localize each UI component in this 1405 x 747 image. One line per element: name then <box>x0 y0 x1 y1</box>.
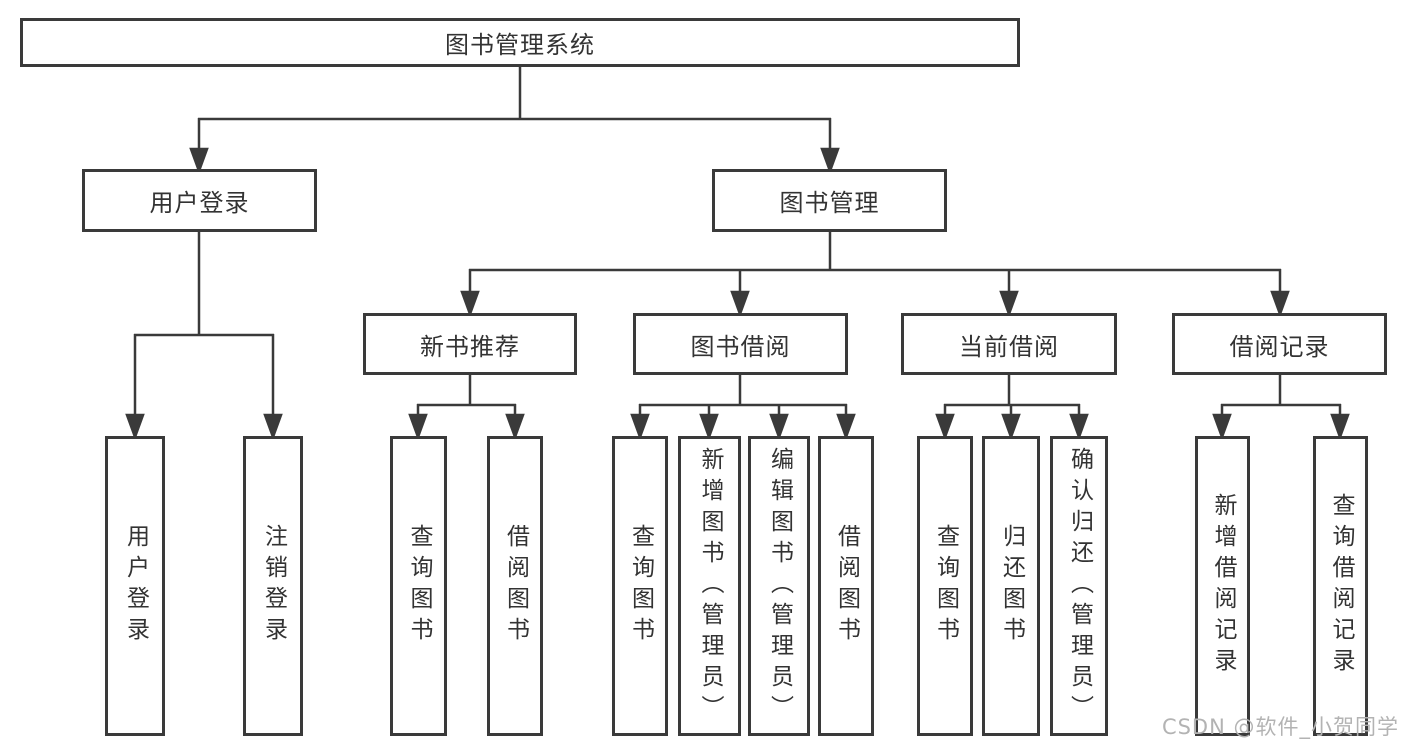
leaf-user-login: 用户登录 <box>105 436 165 736</box>
leaf-query-books-borrowing: 查询图书 <box>612 436 668 736</box>
node-new-book-recommendation: 新书推荐 <box>363 313 577 375</box>
node-book-borrowing: 图书借阅 <box>633 313 848 375</box>
node-borrowing-records: 借阅记录 <box>1172 313 1387 375</box>
leaf-borrow-books-borrowing: 借阅图书 <box>818 436 874 736</box>
leaf-query-books-current: 查询图书 <box>917 436 973 736</box>
leaf-return-book: 归还图书 <box>982 436 1040 736</box>
leaf-add-book-admin: 新增图书（管理员） <box>678 436 741 736</box>
node-library-system: 图书管理系统 <box>20 18 1020 67</box>
leaf-logout: 注销登录 <box>243 436 303 736</box>
node-book-management-branch: 图书管理 <box>712 169 947 232</box>
node-user-login-branch: 用户登录 <box>82 169 317 232</box>
node-current-borrowing: 当前借阅 <box>901 313 1117 375</box>
leaf-add-borrow-record: 新增借阅记录 <box>1195 436 1250 736</box>
leaf-edit-book-admin: 编辑图书（管理员） <box>748 436 810 736</box>
leaf-query-books-recommend: 查询图书 <box>390 436 447 736</box>
leaf-borrow-books-recommend: 借阅图书 <box>487 436 543 736</box>
leaf-confirm-return-admin: 确认归还（管理员） <box>1050 436 1108 736</box>
leaf-query-borrow-record: 查询借阅记录 <box>1313 436 1368 736</box>
